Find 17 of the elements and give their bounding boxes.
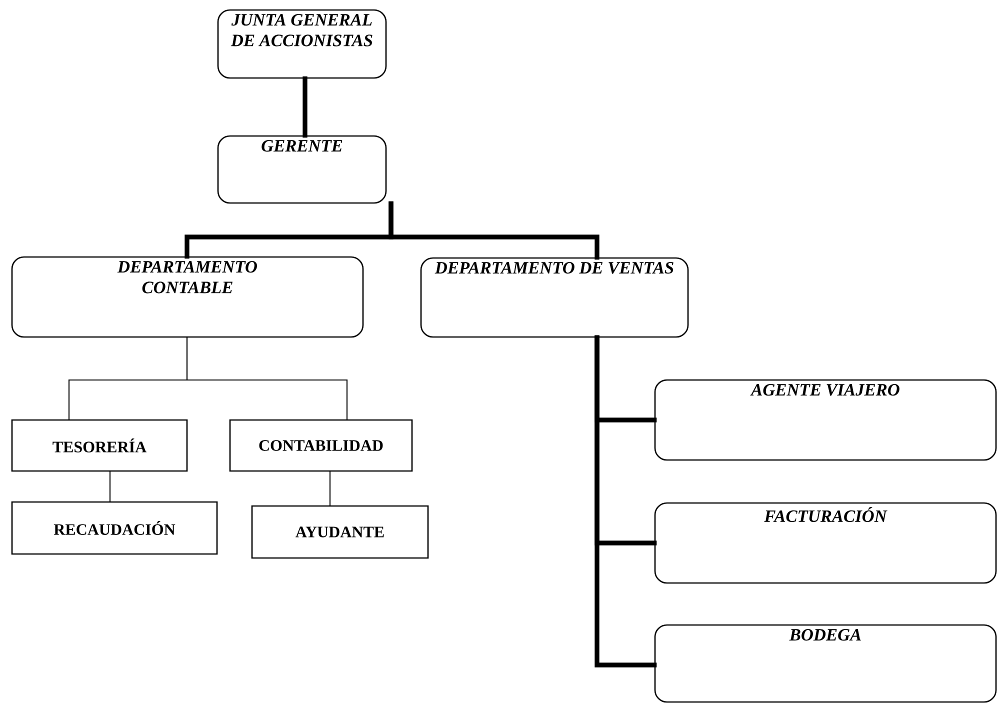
rounded-box: GERENTE [217,135,387,204]
connector-line [329,471,331,506]
rounded-box: AGENTE VIAJERO [654,379,997,461]
rounded-box: BODEGA [654,624,997,703]
rounded-box: FACTURACIÓN [654,502,997,584]
connector-line [109,471,111,502]
rounded-box: DEPARTAMENTO CONTABLE [11,256,364,338]
rounded-box: JUNTA GENERAL DE ACCIONISTAS [217,9,387,79]
connector-line [594,335,657,668]
rounded-box: DEPARTAMENTO DE VENTAS [420,257,689,338]
box: RECAUDACIÓN [11,501,218,555]
connector-line [388,201,600,260]
connector-line [302,76,308,138]
box: TESORERÍA [11,419,188,472]
box: CONTABILIDAD [229,419,413,472]
box: AYUDANTE [251,505,429,559]
connector-line [186,337,348,420]
